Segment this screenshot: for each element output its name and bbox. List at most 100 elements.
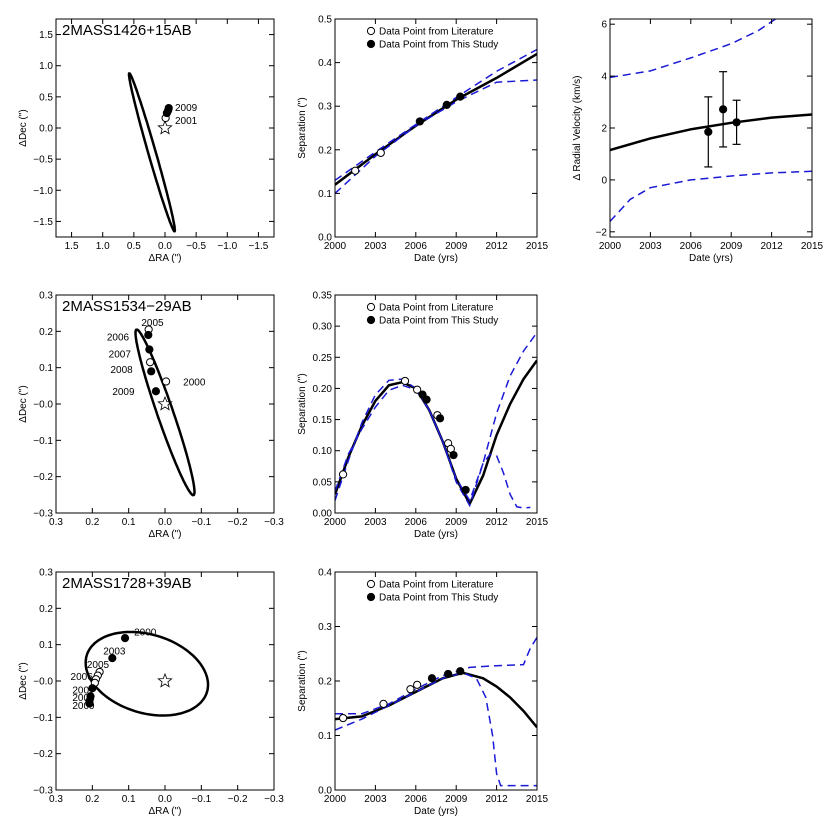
primary-star-marker [157, 672, 173, 688]
data-point-this-study [704, 127, 713, 136]
x-axis-label: Date (yrs) [414, 253, 458, 264]
epoch-annotation: 2000 [183, 378, 206, 389]
epoch-annotation: 2008 [111, 365, 134, 376]
y-tick-label: −0.1 [33, 713, 53, 724]
legend-marker-literature [366, 26, 376, 36]
x-axis-label: Date (yrs) [689, 253, 733, 264]
y-tick-label: 0.4 [318, 58, 332, 69]
x-tick-label: 0.1 [122, 517, 136, 528]
x-tick-label: 0.2 [85, 517, 99, 528]
y-tick-label: −2 [596, 227, 608, 238]
y-tick-label: 0.5 [39, 92, 53, 103]
x-tick-label: 2003 [364, 517, 387, 528]
data-point-this-study [85, 699, 94, 708]
legend-marker-this-study [366, 315, 376, 325]
legend-marker-this-study [366, 39, 376, 49]
y-tick-label: 0 [601, 175, 607, 186]
y-tick-label: 0.4 [318, 568, 332, 579]
data-point-this-study [456, 92, 465, 101]
y-tick-label: 0.20 [313, 384, 333, 395]
y-tick-label: 0.1 [39, 363, 53, 374]
best-fit-curve [335, 671, 537, 729]
x-tick-label: 0.3 [49, 517, 63, 528]
x-tick-label: 2006 [680, 241, 703, 252]
x-axis-label: ΔRA (") [148, 253, 181, 264]
data-point-literature [406, 685, 415, 694]
x-tick-label: 0.1 [122, 794, 136, 805]
legend-entry: Data Point from This Study [379, 316, 498, 327]
y-tick-label: 0.1 [39, 640, 53, 651]
epoch-annotation: 2009 [112, 387, 135, 398]
data-point-literature [146, 358, 155, 367]
x-tick-label: 2009 [445, 517, 468, 528]
epoch-annotation: 2001 [175, 116, 198, 127]
panel-title: 2MASS1426+15AB [62, 22, 192, 39]
orbit-ellipse [84, 630, 210, 717]
x-tick-label: −0.2 [228, 517, 248, 528]
data-point-this-study [427, 674, 437, 683]
x-tick-label: 2009 [720, 241, 743, 252]
plot-area [134, 328, 196, 497]
x-tick-label: −1.5 [249, 241, 269, 252]
x-tick-label: 2015 [526, 517, 549, 528]
data-point-this-study [415, 117, 424, 126]
x-tick-label: −0.1 [191, 794, 211, 805]
plot-frame [55, 294, 275, 514]
plot-frame [334, 18, 538, 238]
y-tick-label: −0.0 [33, 400, 53, 411]
y-tick-label: 0.15 [313, 415, 333, 426]
legend-entry: Data Point from Literature [379, 303, 494, 314]
x-tick-label: 2012 [485, 517, 508, 528]
epoch-annotation: 2003 [103, 647, 126, 658]
epoch-annotation: 2005 [141, 318, 164, 329]
legend-entry: Data Point from This Study [379, 40, 498, 51]
uncertainty-curve [335, 384, 531, 509]
legend-entry: Data Point from This Study [379, 593, 498, 604]
y-tick-label: 0.0 [39, 124, 53, 135]
x-tick-label: 2000 [599, 241, 622, 252]
uncertainty-curve [610, 19, 777, 79]
y-axis-label: Separation (") [297, 97, 308, 158]
x-tick-label: −0.3 [264, 517, 284, 528]
epoch-annotation: 2008 [72, 693, 95, 704]
epoch-annotation: 2009 [175, 103, 198, 114]
plot-area [127, 72, 177, 233]
epoch-annotation: 2006 [107, 332, 130, 343]
y-tick-label: 0.3 [39, 568, 53, 579]
y-tick-label: 4 [601, 72, 607, 83]
data-point-literature [379, 699, 388, 708]
x-axis-label: ΔRA (") [148, 529, 181, 540]
y-tick-label: −1.5 [33, 217, 53, 228]
data-point-this-study [120, 634, 130, 643]
epoch-annotation: 2007 [72, 686, 95, 697]
legend-entry: Data Point from Literature [379, 580, 494, 591]
data-point-literature [376, 148, 385, 157]
x-tick-label: 2009 [445, 241, 468, 252]
y-tick-label: 0.2 [318, 677, 332, 688]
data-point-literature [413, 385, 422, 394]
data-point-this-study [732, 118, 741, 127]
y-tick-label: −0.1 [33, 436, 53, 447]
x-tick-label: 1.0 [96, 241, 110, 252]
plot-area [335, 48, 537, 194]
y-tick-label: 0.1 [318, 731, 332, 742]
x-tick-label: 0.0 [158, 241, 172, 252]
primary-star-marker [157, 119, 173, 135]
data-point-this-study [145, 345, 154, 354]
y-tick-label: −0.2 [33, 749, 53, 760]
x-axis-label: Date (yrs) [414, 806, 458, 817]
x-tick-label: 0.5 [127, 241, 141, 252]
x-tick-label: 2015 [526, 794, 549, 805]
best-fit-curve [610, 113, 812, 152]
data-point-this-study [144, 330, 153, 340]
y-tick-label: 0.35 [313, 291, 333, 302]
data-point-this-study [88, 684, 97, 693]
x-tick-label: −0.1 [191, 517, 211, 528]
y-tick-label: −0.5 [33, 155, 53, 166]
y-axis-label: Δ Radial Velocity (km/s) [572, 75, 583, 180]
data-point-literature [161, 377, 171, 386]
